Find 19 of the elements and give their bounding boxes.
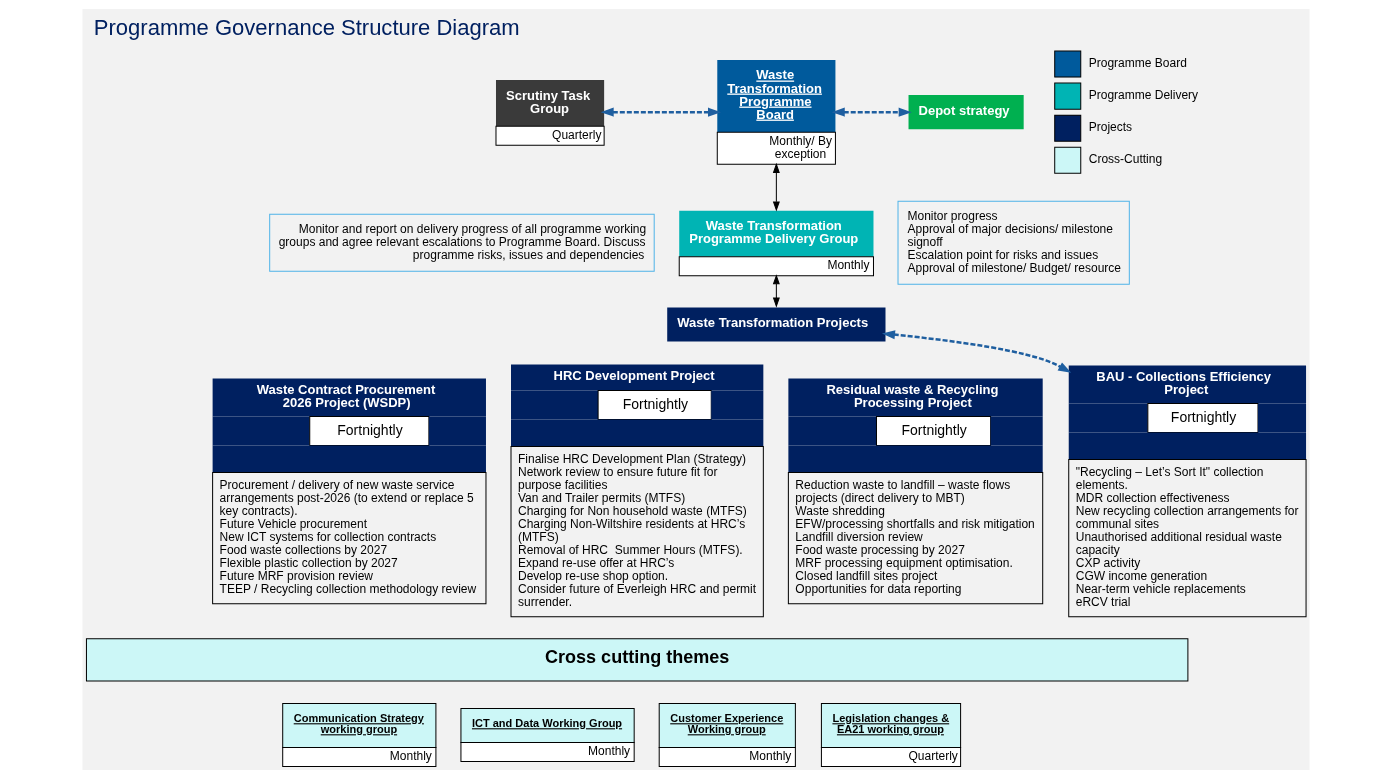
node-label: Monthly/ By exception — [769, 133, 833, 161]
legend-label: Projects — [1088, 119, 1133, 134]
arrow — [600, 107, 722, 117]
legend-label: Programme Delivery — [1088, 87, 1199, 102]
arrow — [773, 274, 780, 307]
arrow — [831, 107, 912, 117]
node-box: Depot strategy — [908, 94, 1024, 129]
diagram-title: Programme Governance Structure Diagram — [93, 14, 520, 40]
legend-label: Cross-Cutting — [1088, 151, 1163, 166]
arrow — [881, 329, 1072, 373]
node-label: Monthly — [827, 257, 870, 272]
legend-label: Programme Board — [1088, 55, 1187, 70]
node-label: Quarterly — [908, 748, 958, 763]
node-label: Monthly — [389, 748, 432, 763]
node-label: Quarterly — [552, 127, 602, 142]
node-label: Monthly — [588, 743, 631, 758]
node-box: Waste Transformation Projects — [667, 306, 886, 341]
arrow — [773, 163, 780, 210]
node-label: Monthly — [749, 748, 792, 763]
